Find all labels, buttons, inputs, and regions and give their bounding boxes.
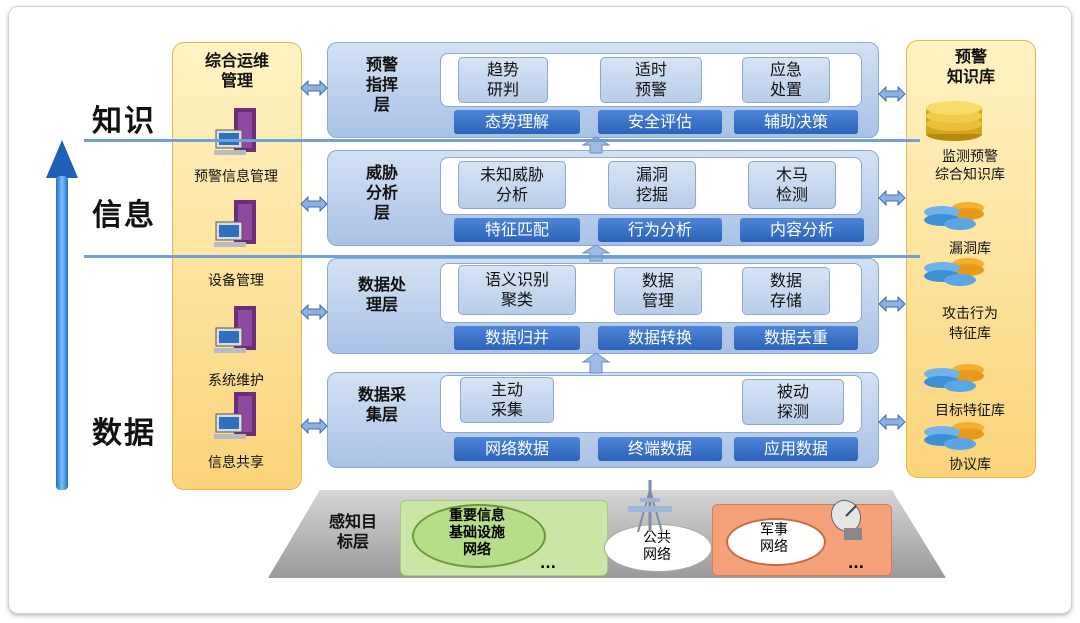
double-arrow-icon bbox=[878, 414, 906, 430]
threat-analysis-layer: 威胁 分析 层 未知威胁 分析 漏洞 挖掘 木马 检测 特征匹配 行为分析 内容… bbox=[327, 150, 879, 246]
capability-bar: 数据去重 bbox=[734, 326, 858, 350]
capability-bar: 行为分析 bbox=[598, 218, 722, 242]
database-icon bbox=[926, 101, 982, 141]
left-item-label: 系统维护 bbox=[208, 373, 264, 389]
capability-bar: 内容分析 bbox=[740, 218, 864, 242]
satellite-dish-icon bbox=[830, 499, 862, 540]
capability-bar: 数据转换 bbox=[598, 326, 722, 350]
critical-infrastructure-label: 重要信息 基础设施 网络 bbox=[449, 508, 505, 558]
ellipsis-text: ... bbox=[848, 556, 864, 572]
capability-bar: 安全评估 bbox=[598, 110, 722, 134]
information-divider-line bbox=[84, 255, 920, 258]
function-box: 适时 预警 bbox=[600, 57, 702, 103]
left-item-label: 设备管理 bbox=[208, 273, 264, 289]
public-network-label: 公共 网络 bbox=[643, 530, 671, 563]
layer-title: 预警 指挥 层 bbox=[365, 55, 398, 114]
ellipsis-text: ... bbox=[540, 556, 556, 572]
military-network-label: 军事 网络 bbox=[760, 522, 788, 555]
function-box: 未知威胁 分析 bbox=[458, 161, 566, 209]
right-item-label: 监测预警 综合知识库 bbox=[935, 149, 1005, 183]
axis-label-data: 数据 bbox=[92, 416, 156, 451]
perception-layer-title: 感知目 标层 bbox=[328, 512, 377, 551]
database-stack-icon bbox=[924, 364, 984, 392]
function-box: 数据 管理 bbox=[614, 267, 702, 315]
double-arrow-icon bbox=[300, 80, 328, 96]
double-arrow-icon bbox=[878, 190, 906, 206]
database-stack-icon bbox=[924, 422, 984, 450]
server-icon bbox=[214, 306, 256, 353]
double-arrow-icon bbox=[878, 86, 906, 102]
right-item-label: 攻击行为 特征库 bbox=[942, 306, 998, 342]
right-item-label: 目标特征库 bbox=[935, 403, 1005, 419]
layer-title: 威胁 分析 层 bbox=[365, 163, 398, 222]
public-network-ellipse bbox=[604, 524, 712, 572]
axis-label-knowledge: 知识 bbox=[92, 104, 156, 139]
left-item-label: 信息共享 bbox=[208, 455, 264, 471]
knowledge-base-title: 预警 知识库 bbox=[946, 47, 995, 86]
capability-bar: 终端数据 bbox=[598, 437, 722, 461]
knowledge-divider-line bbox=[84, 139, 920, 142]
capability-bar: 态势理解 bbox=[454, 110, 580, 134]
server-icon bbox=[214, 200, 256, 247]
function-box: 木马 检测 bbox=[748, 161, 836, 209]
database-stack-icon bbox=[924, 202, 984, 230]
military-network-ellipse bbox=[726, 518, 826, 566]
axis-label-information: 信息 bbox=[92, 198, 156, 233]
double-arrow-icon bbox=[300, 196, 328, 212]
capability-bar: 网络数据 bbox=[454, 437, 580, 461]
layer-title: 数据处 理层 bbox=[357, 275, 406, 314]
up-arrow-icon bbox=[46, 140, 78, 490]
function-box: 语义识别 聚类 bbox=[458, 265, 576, 315]
capability-bar: 辅助决策 bbox=[734, 110, 858, 134]
data-processing-layer: 数据处 理层 语义识别 聚类 数据 管理 数据 存储 数据归并 数据转换 数据去… bbox=[327, 258, 879, 354]
function-box: 被动 探测 bbox=[742, 379, 844, 425]
database-stack-icon bbox=[924, 258, 984, 286]
function-box: 数据 存储 bbox=[742, 267, 830, 315]
function-box: 趋势 研判 bbox=[458, 57, 548, 103]
double-arrow-icon bbox=[300, 418, 328, 434]
server-icon bbox=[214, 392, 256, 439]
data-collection-layer: 数据采 集层 主动 采集 被动 探测 网络数据 终端数据 应用数据 bbox=[327, 372, 879, 468]
function-box: 应急 处置 bbox=[742, 57, 830, 103]
antenna-tower-icon bbox=[628, 480, 672, 533]
ops-management-title: 综合运维 管理 bbox=[204, 51, 269, 90]
capability-bar: 特征匹配 bbox=[454, 218, 580, 242]
double-arrow-icon bbox=[300, 304, 328, 320]
function-box: 漏洞 挖掘 bbox=[608, 161, 696, 209]
right-item-label: 漏洞库 bbox=[949, 241, 991, 257]
server-icon bbox=[214, 108, 256, 155]
layer-up-arrow-icon bbox=[582, 244, 610, 262]
layer-title: 数据采 集层 bbox=[357, 385, 406, 424]
warning-command-layer: 预警 指挥 层 趋势 研判 适时 预警 应急 处置 态势理解 安全评估 辅助决策 bbox=[327, 42, 879, 138]
right-item-label: 协议库 bbox=[949, 457, 991, 473]
layer-up-arrow-icon bbox=[582, 352, 610, 374]
critical-infrastructure-ellipse bbox=[412, 504, 546, 568]
capability-bar: 数据归并 bbox=[454, 326, 580, 350]
capability-bar: 应用数据 bbox=[734, 437, 858, 461]
double-arrow-icon bbox=[878, 296, 906, 312]
function-box: 主动 采集 bbox=[460, 377, 554, 423]
left-item-label: 预警信息管理 bbox=[194, 169, 278, 185]
